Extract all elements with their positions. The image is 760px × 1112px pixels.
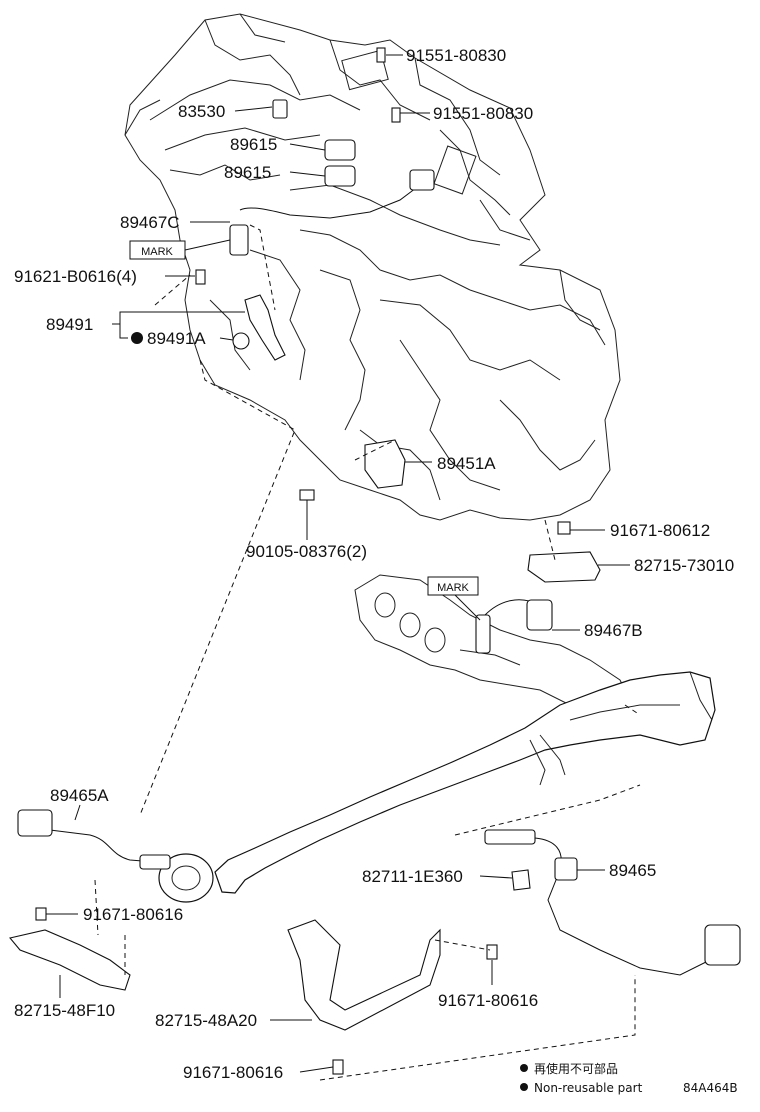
sensor-89491-shape [244, 294, 286, 361]
label-82715-48F10[interactable]: 82715-48F10 [14, 1001, 115, 1020]
leader-lines [46, 54, 630, 1073]
label-91621-B0616[interactable]: 91621-B0616(4) [14, 267, 137, 286]
sensor-89615-a-shape [324, 139, 356, 161]
label-91671-80612[interactable]: 91671-80612 [610, 521, 710, 540]
part-shapes [9, 47, 741, 1075]
label-89467B[interactable]: 89467B [584, 621, 643, 640]
non-reusable-dot-89491A [131, 332, 143, 344]
label-82715-48A20[interactable]: 82715-48A20 [155, 1011, 257, 1030]
bolt-91551-b-shape [391, 107, 401, 123]
sensor-89465A-shape [139, 854, 171, 870]
label-90105-08376[interactable]: 90105-08376(2) [246, 542, 367, 561]
switch-83530-shape [272, 99, 288, 119]
bracket-82715-48F10-shape [9, 929, 131, 991]
label-89615-b[interactable]: 89615 [224, 163, 271, 182]
assembly-dashed-lines [94, 224, 641, 1081]
label-82711-1E360[interactable]: 82711-1E360 [362, 867, 463, 886]
sensor-89615-b-shape [324, 165, 356, 187]
bolt-91671-80616-a-shape [35, 907, 47, 921]
label-91551-80830-b[interactable]: 91551-80830 [433, 104, 533, 123]
label-89615-a[interactable]: 89615 [230, 135, 277, 154]
label-89491[interactable]: 89491 [46, 315, 93, 334]
label-91671-80616-a[interactable]: 91671-80616 [83, 905, 183, 924]
bolt-91671-80612-shape [557, 521, 571, 535]
bolt-91671-80616-c-shape [332, 1059, 344, 1075]
bolt-91551-a-shape [376, 47, 386, 63]
legend-non-reusable-en: Non-reusable part [534, 1081, 643, 1095]
legend-non-reusable-jp: 再使用不可部品 [534, 1061, 618, 1076]
label-89467C[interactable]: 89467C [120, 213, 180, 232]
bolt-90105-shape [299, 489, 315, 501]
legend-dot-jp [520, 1064, 528, 1072]
label-89491A[interactable]: 89491A [147, 329, 206, 348]
label-89451A[interactable]: 89451A [437, 454, 496, 473]
sensor-89465-shape [484, 829, 536, 845]
mark-label-1: MARK [141, 246, 173, 258]
label-91671-80616-c[interactable]: 91671-80616 [183, 1063, 283, 1082]
bracket-82715-48A20-shape [287, 919, 441, 1031]
label-83530[interactable]: 83530 [178, 102, 225, 121]
engine-assembly [124, 13, 621, 521]
bracket-82715-73010-shape [527, 551, 601, 583]
label-91551-80830-a[interactable]: 91551-80830 [406, 46, 506, 65]
bolt-91671-80616-b-shape [486, 944, 498, 960]
bolt-91621-shape [195, 269, 206, 285]
diagram-code: 84A464B [683, 1081, 738, 1095]
mark-box-2: MARK [427, 576, 479, 596]
label-89465A[interactable]: 89465A [50, 786, 109, 805]
label-91671-80616-b[interactable]: 91671-80616 [438, 991, 538, 1010]
clip-82711-shape [511, 869, 531, 891]
sensor-89467B-shape [475, 614, 491, 654]
mark-box-1: MARK [129, 240, 186, 260]
part-labels: 91551-80830 91551-80830 83530 89615 8961… [14, 46, 734, 1082]
gasket-89491A-shape [232, 332, 250, 350]
mark-label-2: MARK [437, 582, 469, 594]
exhaust-pipe [158, 671, 716, 903]
legend-dot-en [520, 1083, 528, 1091]
sensor-89451A-shape [364, 439, 406, 489]
label-89465[interactable]: 89465 [609, 861, 656, 880]
legend: 再使用不可部品 Non-reusable part 84A464B [520, 1061, 738, 1095]
sensor-89467C-shape [229, 224, 249, 256]
label-82715-73010[interactable]: 82715-73010 [634, 556, 734, 575]
